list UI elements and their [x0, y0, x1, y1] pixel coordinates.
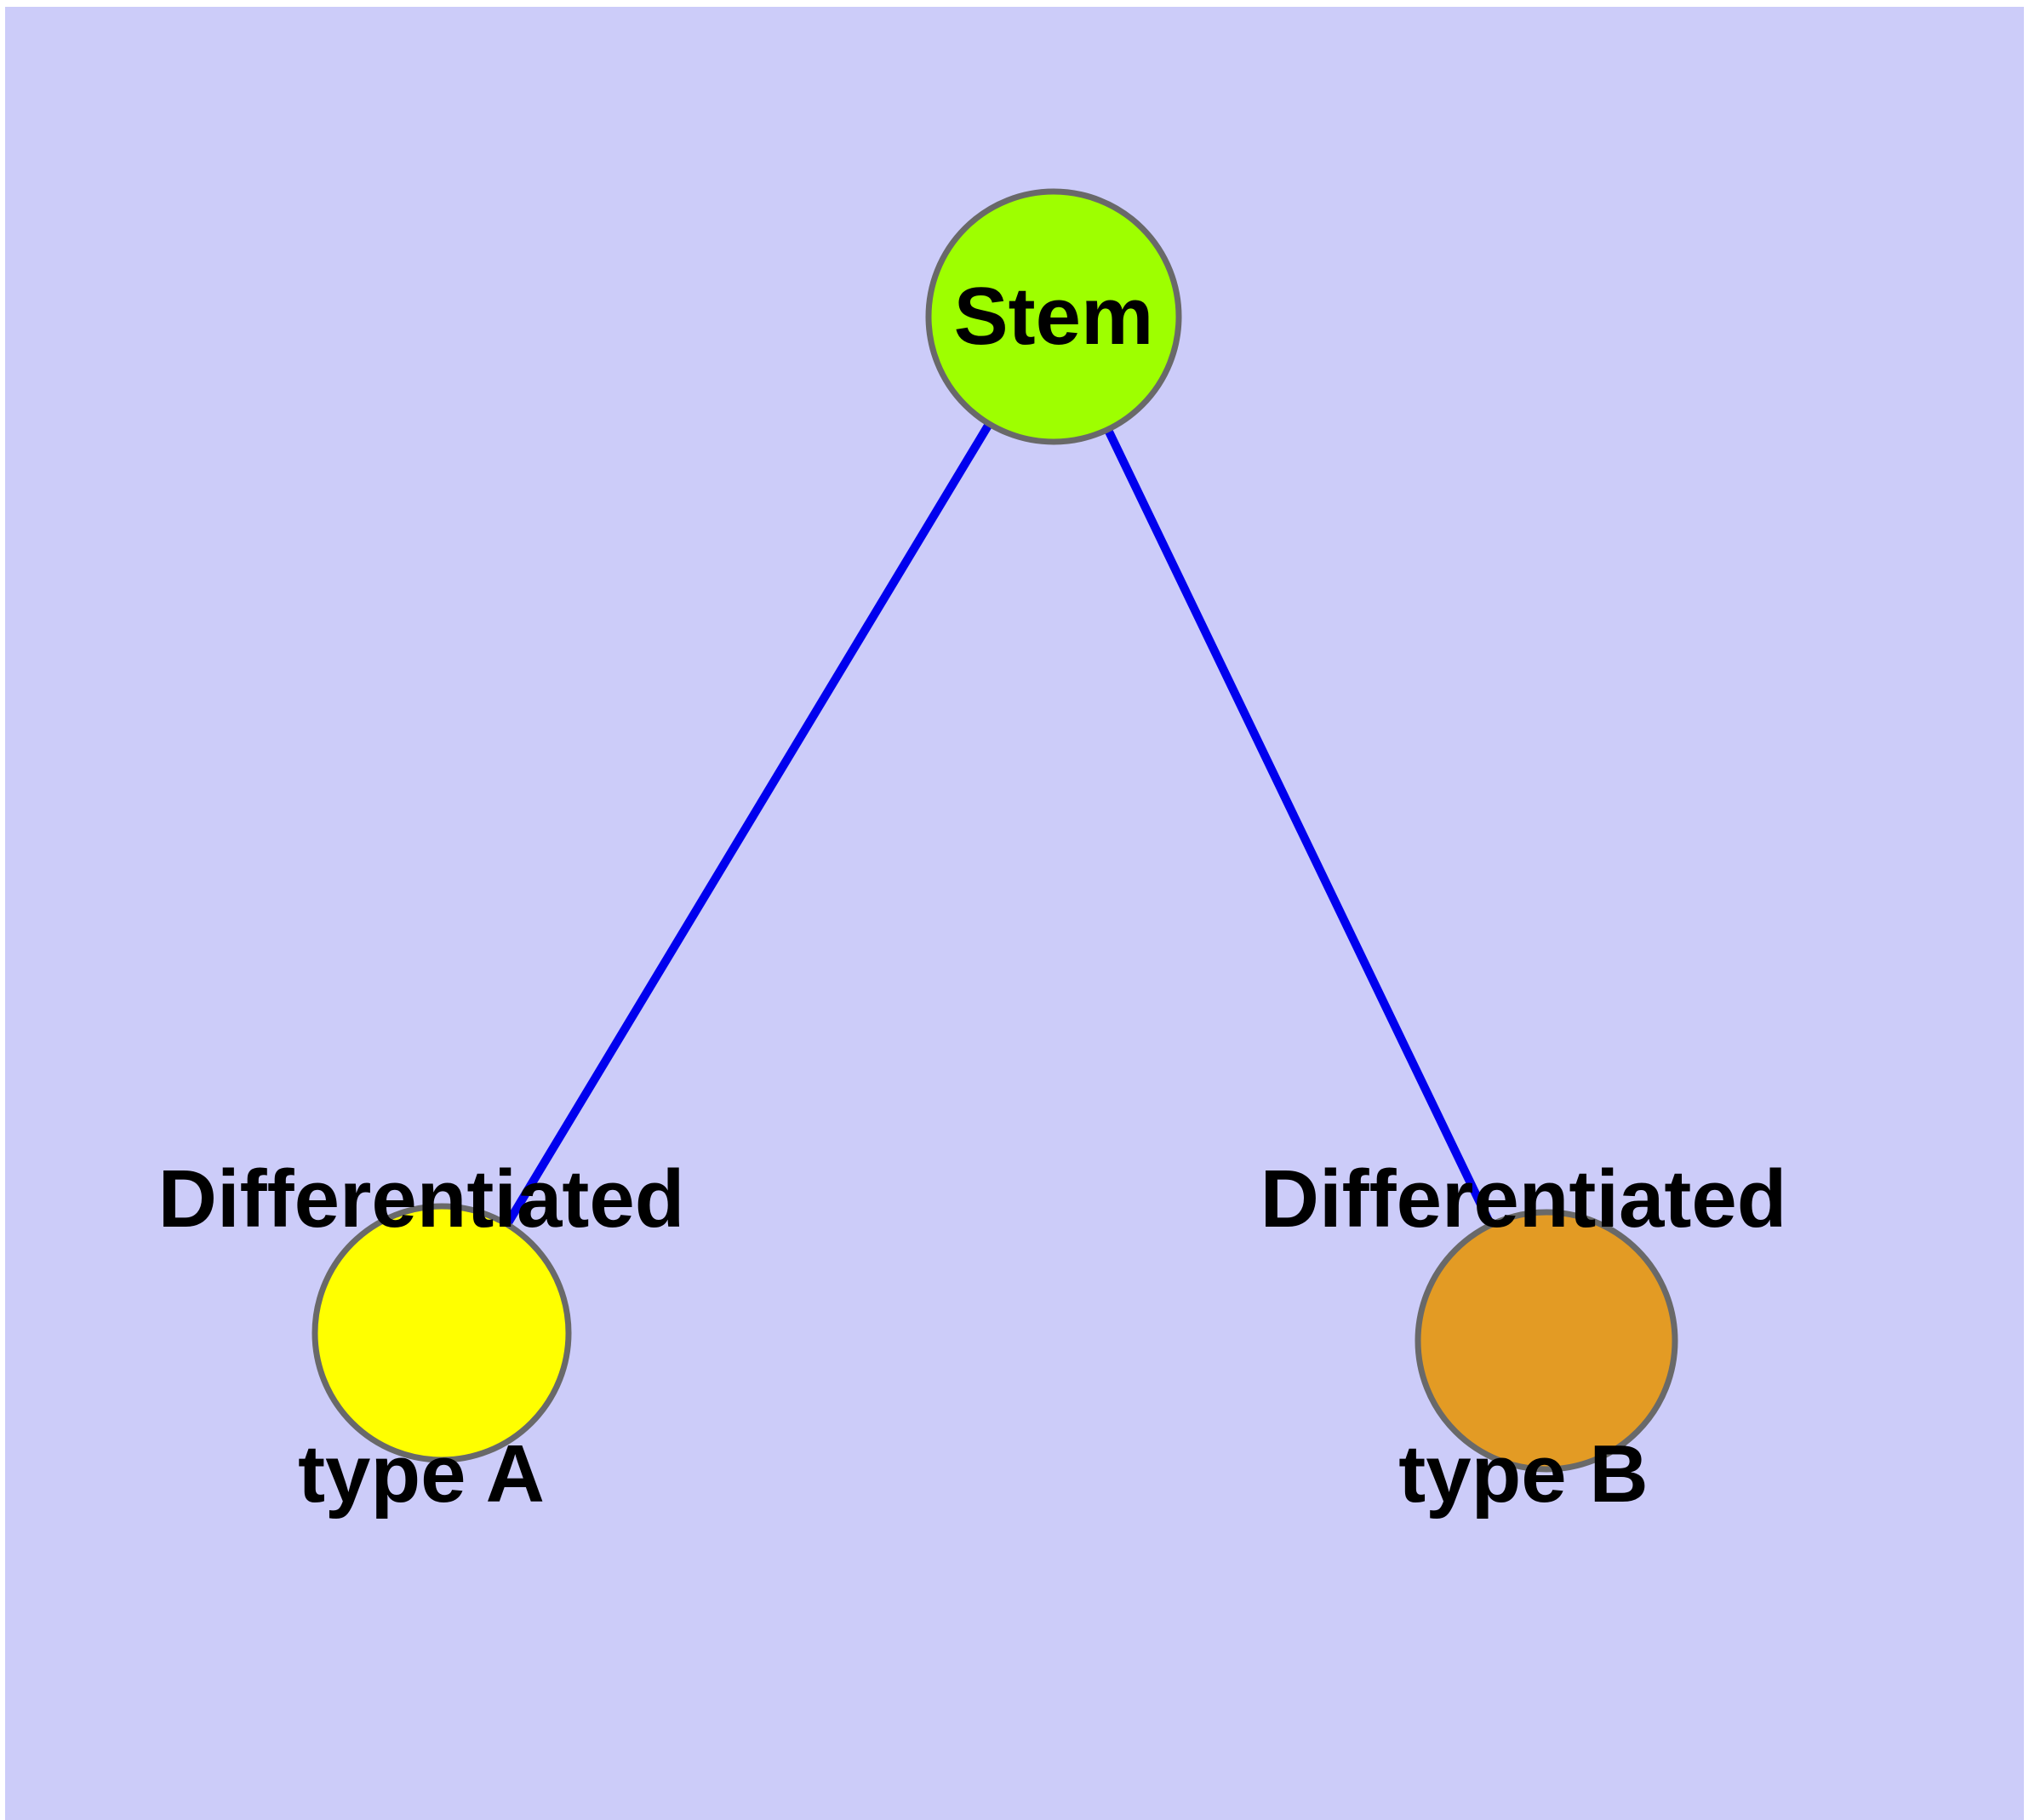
- node-stem[interactable]: [925, 188, 1182, 445]
- node-differentiated-type-a[interactable]: [311, 1203, 572, 1463]
- edge-layer: [501, 417, 1496, 1232]
- edge-stem-to-differentiated-type-b: [1102, 422, 1496, 1232]
- node-layer: [311, 188, 1678, 1473]
- edge-stem-to-differentiated-type-a: [501, 417, 995, 1231]
- node-differentiated-type-b[interactable]: [1415, 1209, 1678, 1473]
